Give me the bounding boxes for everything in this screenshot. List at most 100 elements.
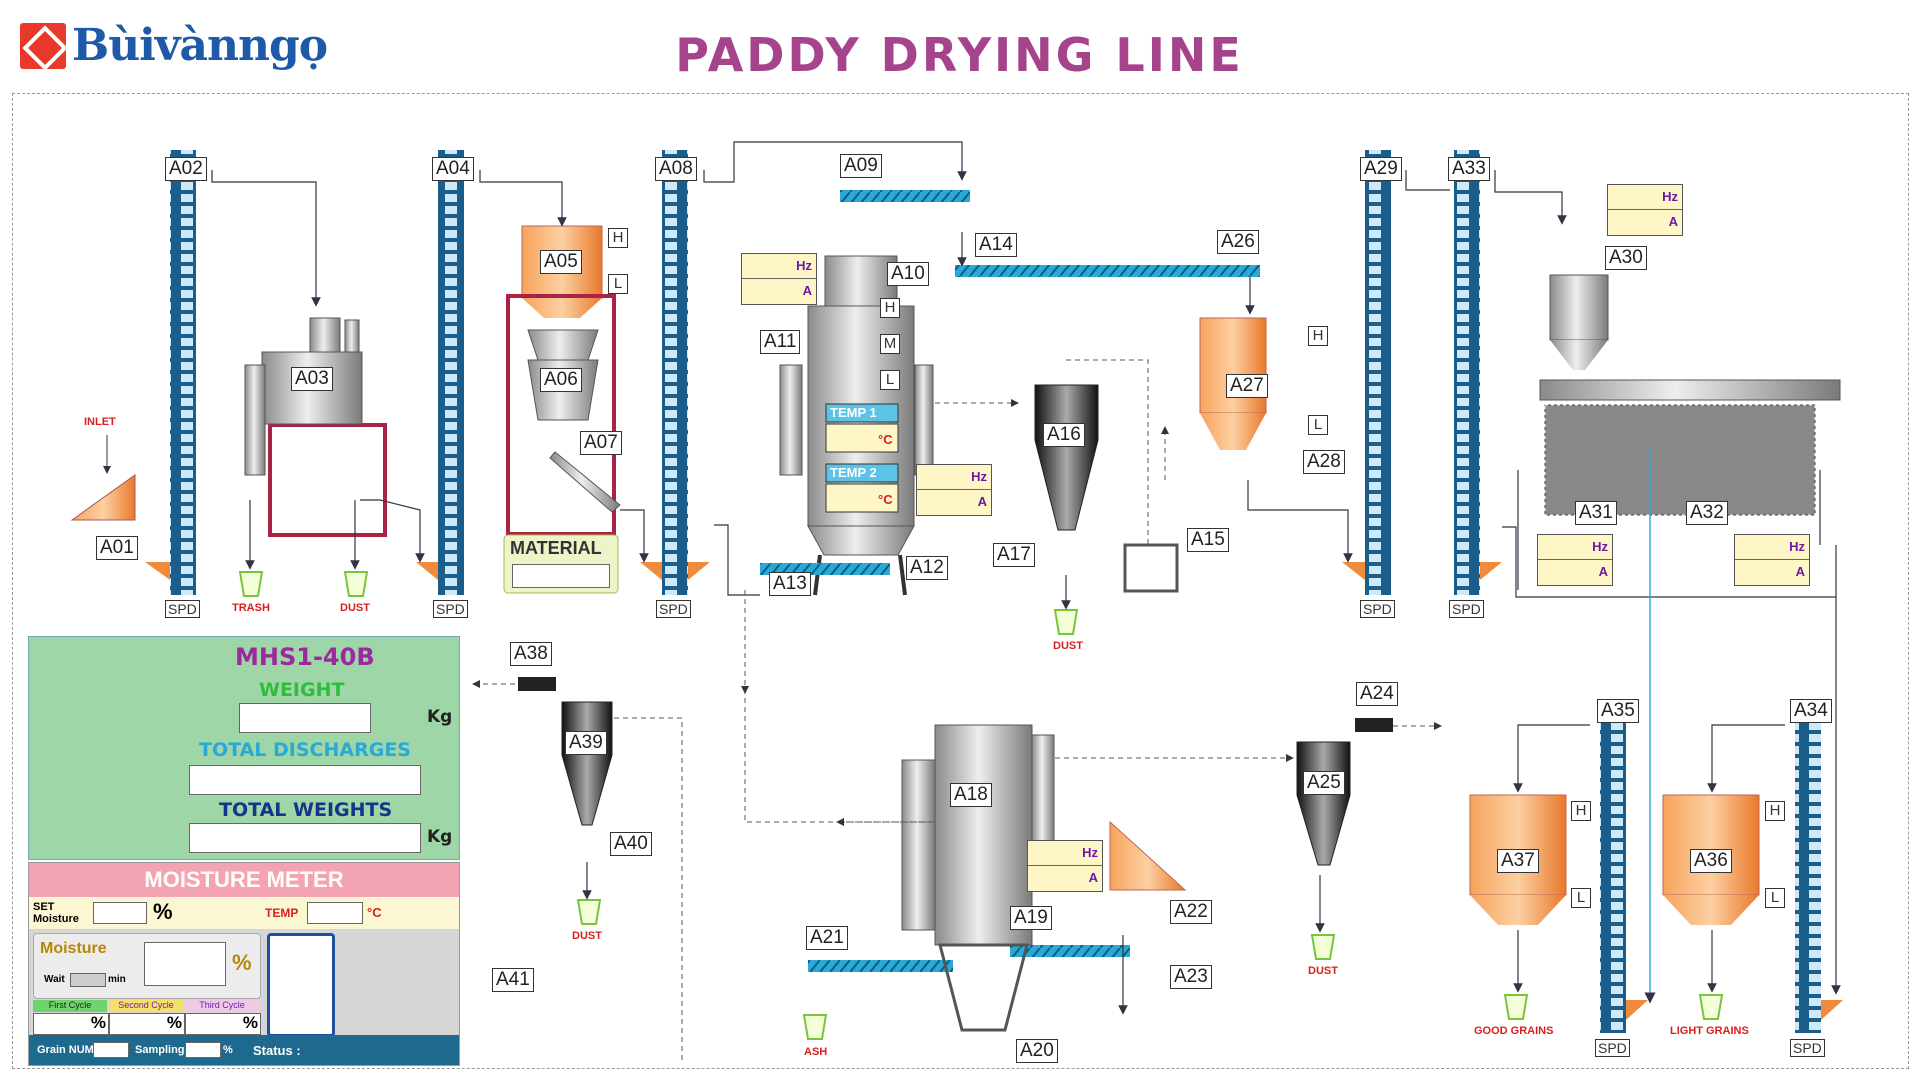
temp2-label: TEMP 2 xyxy=(830,465,877,480)
tag-a26[interactable]: A26 xyxy=(1217,230,1259,254)
spd-a08: SPD xyxy=(656,600,691,618)
moisture-reading: Moisture % Wait min xyxy=(33,933,261,999)
trash-caption: TRASH xyxy=(232,602,270,614)
level-low-a37: L xyxy=(1571,888,1591,908)
third-cycle-field[interactable]: % xyxy=(185,1013,261,1035)
tag-a38[interactable]: A38 xyxy=(510,642,552,666)
tag-a21[interactable]: A21 xyxy=(806,926,848,950)
level-low-a27: L xyxy=(1308,415,1328,435)
weight-unit: Kg xyxy=(427,707,453,727)
tag-a13[interactable]: A13 xyxy=(769,572,811,596)
tag-a40[interactable]: A40 xyxy=(610,832,652,856)
set-moisture-label: SET Moisture xyxy=(33,901,79,925)
tag-a32[interactable]: A32 xyxy=(1686,501,1728,525)
tag-a12[interactable]: A12 xyxy=(906,556,948,580)
spd-a04: SPD xyxy=(433,600,468,618)
wait-label: Wait xyxy=(44,974,65,985)
tag-a31[interactable]: A31 xyxy=(1575,501,1617,525)
tag-a02[interactable]: A02 xyxy=(165,157,207,181)
level-high-a36: H xyxy=(1765,801,1785,821)
status-label: Status : xyxy=(253,1043,301,1058)
tag-a23[interactable]: A23 xyxy=(1170,965,1212,989)
tag-a06[interactable]: A06 xyxy=(540,368,582,392)
tag-a08[interactable]: A08 xyxy=(655,157,697,181)
mhs-model: MHS1-40B xyxy=(235,643,375,671)
inlet-caption: INLET xyxy=(84,416,116,428)
temp1-label: TEMP 1 xyxy=(830,405,877,420)
tag-a07[interactable]: A07 xyxy=(580,431,622,455)
set-moisture-field[interactable] xyxy=(93,902,147,924)
temp-unit: °C xyxy=(367,905,382,920)
sampling-field[interactable] xyxy=(185,1042,221,1058)
level-high-a05: H xyxy=(608,228,628,248)
level-mid-dryer: M xyxy=(880,334,900,354)
tag-a27[interactable]: A27 xyxy=(1226,374,1268,398)
tag-a15[interactable]: A15 xyxy=(1187,528,1229,552)
tag-a11[interactable]: A11 xyxy=(760,330,801,354)
tag-a19[interactable]: A19 xyxy=(1010,906,1052,930)
brand-name: Bùivànngọ xyxy=(72,20,328,71)
spd-a29: SPD xyxy=(1360,600,1395,618)
grain-num-field[interactable] xyxy=(93,1042,129,1058)
level-low-dryer: L xyxy=(880,370,900,390)
tag-a09[interactable]: A09 xyxy=(840,154,882,178)
dust-caption-a40: DUST xyxy=(572,930,602,942)
weight-field[interactable] xyxy=(239,703,371,733)
light-grains-caption: LIGHT GRAINS xyxy=(1670,1025,1749,1037)
tag-a30[interactable]: A30 xyxy=(1605,246,1647,270)
tag-a22[interactable]: A22 xyxy=(1170,900,1212,924)
tag-a14[interactable]: A14 xyxy=(975,233,1017,257)
tag-a36[interactable]: A36 xyxy=(1690,849,1732,873)
tag-a17[interactable]: A17 xyxy=(993,543,1035,567)
moisture-settings-row: SET Moisture % TEMP °C xyxy=(29,897,459,929)
tag-a18[interactable]: A18 xyxy=(950,783,992,807)
tag-a10[interactable]: A10 xyxy=(887,262,929,286)
diagram-frame xyxy=(12,93,1909,1069)
spd-a33: SPD xyxy=(1449,600,1484,618)
tag-a25[interactable]: A25 xyxy=(1303,771,1345,795)
first-cycle-label: First Cycle xyxy=(33,1000,107,1012)
moisture-unit: % xyxy=(232,950,252,975)
tag-a37[interactable]: A37 xyxy=(1497,849,1539,873)
weighing-panel: MHS1-40B WEIGHT Kg TOTAL DISCHARGES TOTA… xyxy=(28,636,460,860)
tag-a20[interactable]: A20 xyxy=(1016,1039,1058,1063)
tag-a24[interactable]: A24 xyxy=(1356,682,1398,706)
tag-a29[interactable]: A29 xyxy=(1360,157,1402,181)
moisture-meter-panel: MOISTURE METER SET Moisture % TEMP °C Mo… xyxy=(28,862,460,1066)
set-moisture-unit: % xyxy=(153,899,173,924)
level-high-a37: H xyxy=(1571,801,1591,821)
tag-a35[interactable]: A35 xyxy=(1597,699,1639,723)
sampling-unit: % xyxy=(223,1044,233,1056)
temp-field[interactable] xyxy=(307,902,363,924)
tag-a28[interactable]: A28 xyxy=(1303,450,1345,474)
total-weights-field[interactable] xyxy=(189,823,421,853)
weight-label: WEIGHT xyxy=(259,679,345,701)
tag-a34[interactable]: A34 xyxy=(1790,699,1832,723)
tag-a16[interactable]: A16 xyxy=(1043,423,1085,447)
second-cycle-label: Second Cycle xyxy=(109,1000,183,1012)
spd-a02: SPD xyxy=(165,600,200,618)
tag-a03[interactable]: A03 xyxy=(291,367,333,391)
screw-conveyors xyxy=(760,190,1260,972)
tag-a33[interactable]: A33 xyxy=(1448,157,1490,181)
tag-a39[interactable]: A39 xyxy=(565,731,607,755)
spd-a35: SPD xyxy=(1595,1039,1630,1057)
sample-display xyxy=(267,933,335,1037)
tag-a01[interactable]: A01 xyxy=(96,536,138,560)
page-title: PADDY DRYING LINE xyxy=(675,28,1244,82)
tag-a04[interactable]: A04 xyxy=(432,157,474,181)
wait-field[interactable] xyxy=(70,973,106,987)
total-discharges-field[interactable] xyxy=(189,765,421,795)
total-weights-label: TOTAL WEIGHTS xyxy=(219,799,393,821)
tag-a41[interactable]: A41 xyxy=(492,968,534,992)
moisture-value-field[interactable] xyxy=(144,942,226,986)
first-cycle-field[interactable]: % xyxy=(33,1013,109,1035)
tag-a05[interactable]: A05 xyxy=(540,250,582,274)
second-cycle-field[interactable]: % xyxy=(109,1013,185,1035)
